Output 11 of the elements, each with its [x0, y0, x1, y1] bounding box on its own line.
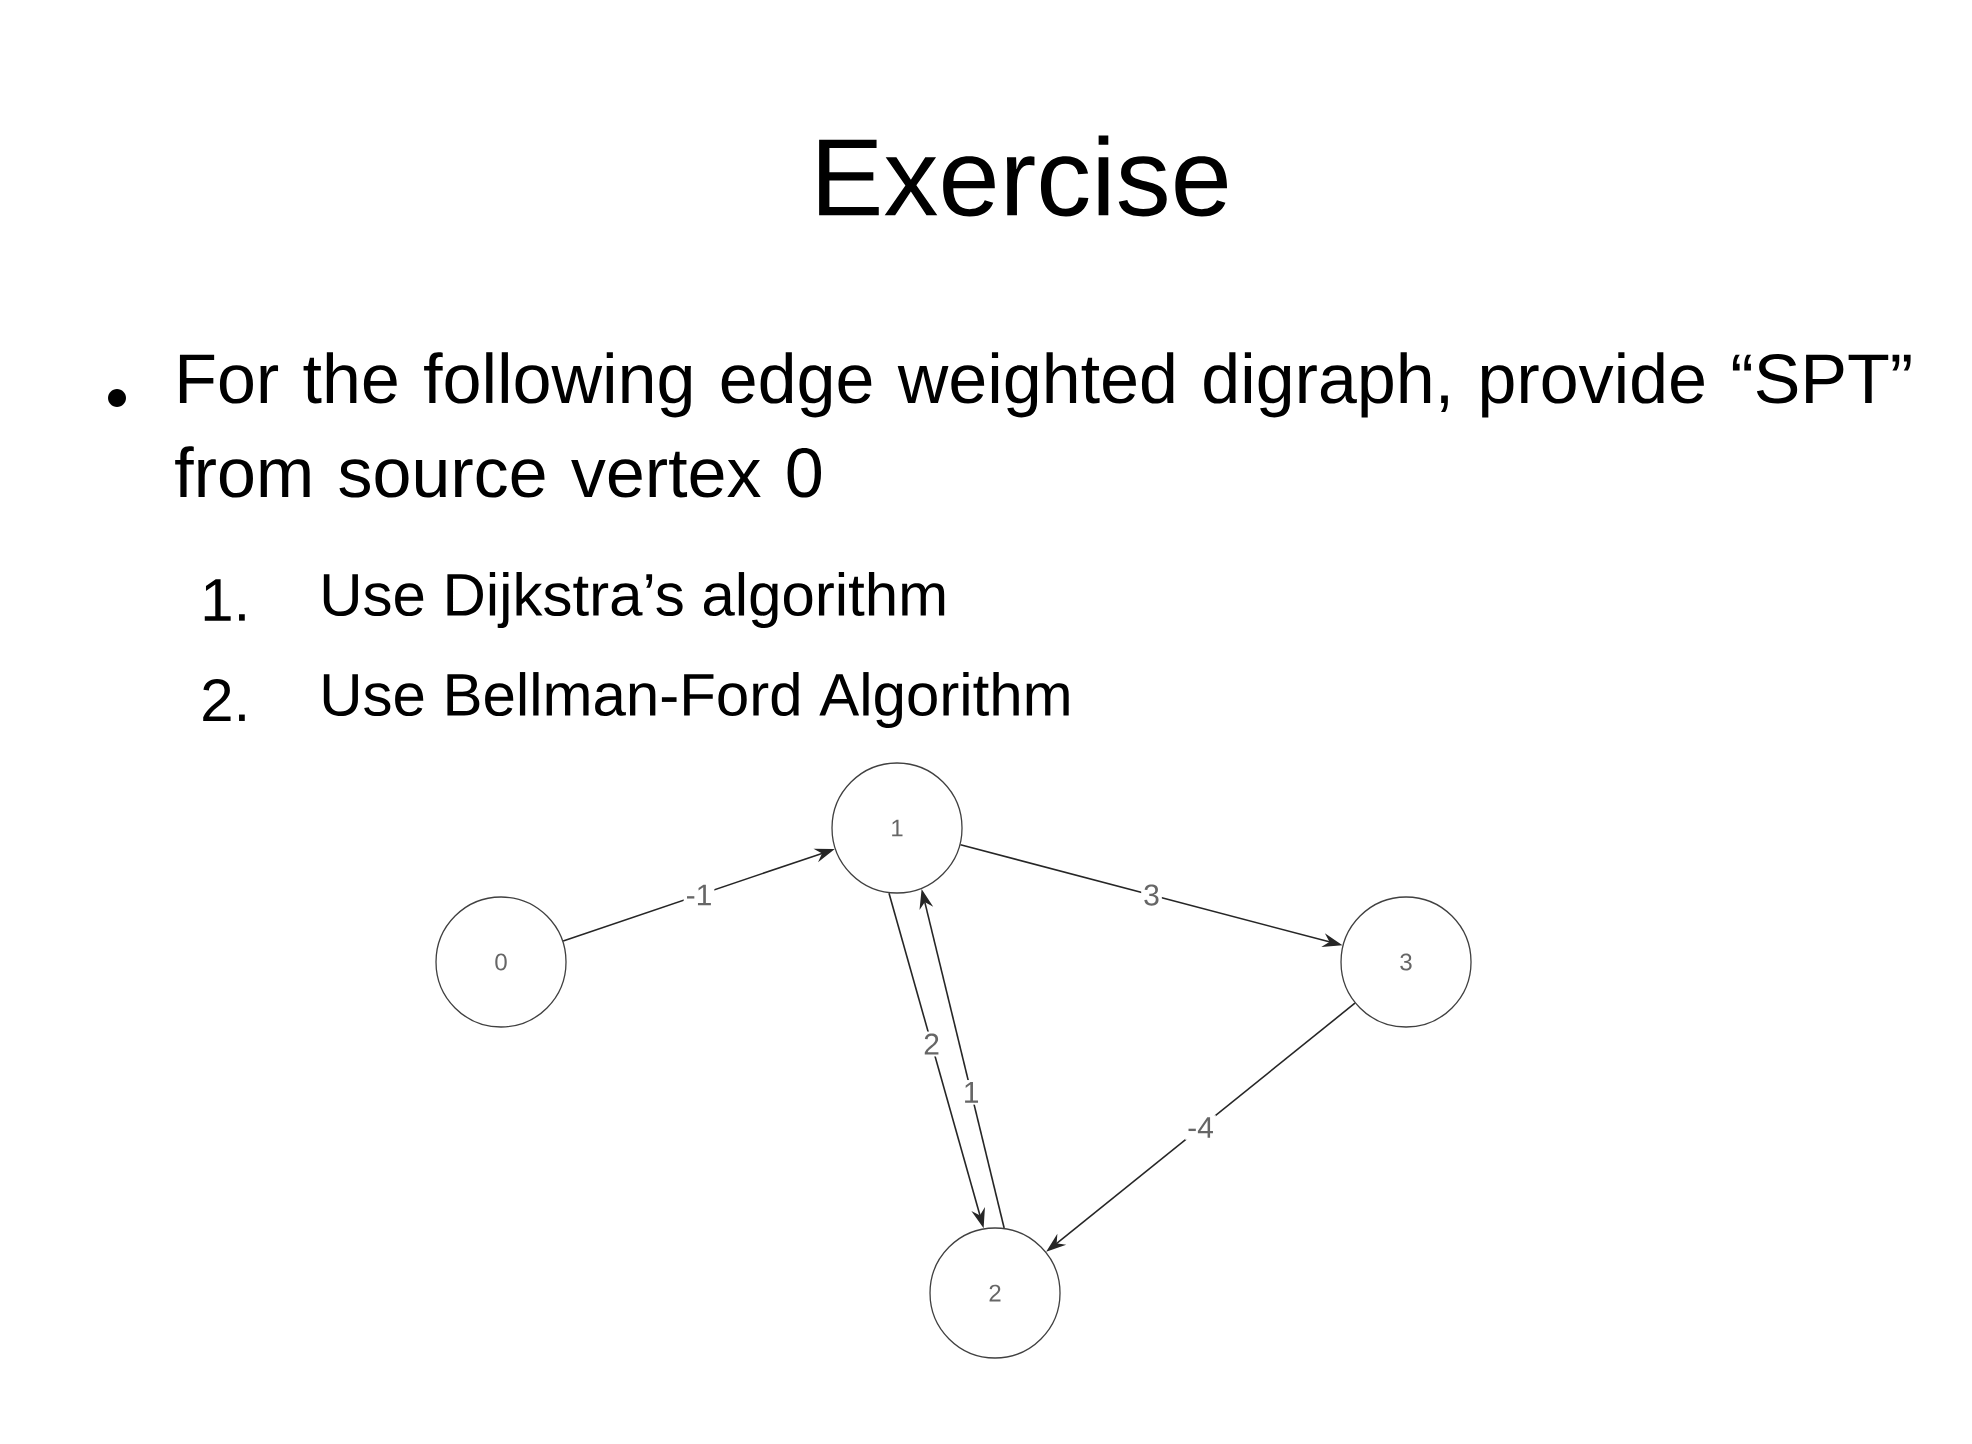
bullet-text: For the following edge weighted digraph, provide “SPT” from source vertex 0 [175, 352, 1911, 498]
edge-label: 3 [1141, 882, 1162, 908]
slide-title: Exercise [819, 135, 1227, 217]
edge-label: 2 [921, 1031, 942, 1057]
edge-label: 1 [960, 1080, 982, 1105]
list-number: 2. [203, 679, 245, 721]
list-item: Use Bellman-Ford Algorithm [323, 672, 1069, 728]
list-number: 1. [204, 579, 245, 621]
edge-label: -4 [1185, 1115, 1216, 1140]
list-item: Use Dijkstra’s algorithm [323, 572, 945, 628]
edge-label: -1 [683, 882, 715, 908]
